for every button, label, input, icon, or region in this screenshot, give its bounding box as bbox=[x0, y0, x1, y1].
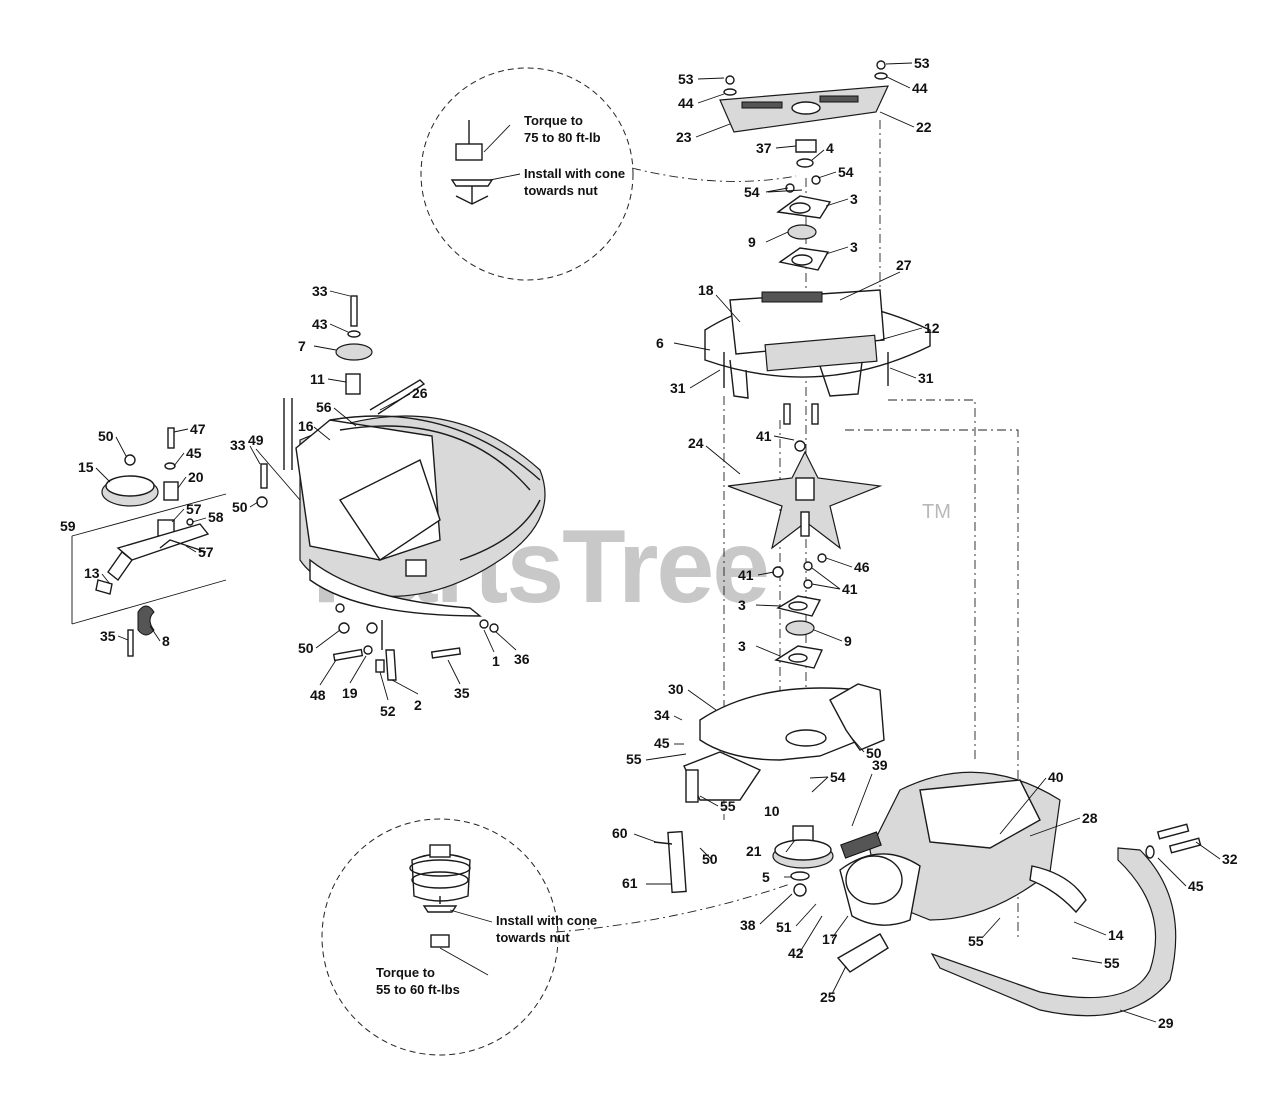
part-label: 45 bbox=[1188, 878, 1204, 894]
bottom-torque-callout: Install with cone towards nut Torque to … bbox=[321, 818, 791, 1056]
part-label: 40 bbox=[1048, 769, 1064, 785]
part-label: 5 bbox=[762, 869, 770, 885]
impeller-assembly bbox=[653, 60, 1202, 1017]
part-label: 38 bbox=[740, 917, 756, 933]
part-label: 26 bbox=[412, 385, 428, 401]
part-label: 20 bbox=[188, 469, 204, 485]
part-label: 55 bbox=[968, 933, 984, 949]
part-label: 3 bbox=[738, 597, 746, 613]
part-label: 28 bbox=[1082, 810, 1098, 826]
part-label: 57 bbox=[186, 501, 202, 517]
part-label: 36 bbox=[514, 651, 530, 667]
part-label: 47 bbox=[190, 421, 206, 437]
part-label: 33 bbox=[312, 283, 328, 299]
part-label: 7 bbox=[298, 338, 306, 354]
part-label: 25 bbox=[820, 989, 836, 1005]
part-label: 41 bbox=[756, 428, 772, 444]
part-label: 54 bbox=[838, 164, 854, 180]
part-label: 50 bbox=[866, 745, 882, 761]
part-label: 13 bbox=[84, 565, 100, 581]
part-label: 22 bbox=[916, 119, 932, 135]
part-label: 3 bbox=[850, 191, 858, 207]
top-torque-line-1: Torque to bbox=[524, 113, 583, 128]
part-label: 1 bbox=[492, 653, 500, 669]
part-label: 11 bbox=[310, 371, 325, 387]
part-label: 54 bbox=[744, 184, 760, 200]
part-label: 50 bbox=[702, 851, 718, 867]
part-label: 61 bbox=[622, 875, 638, 891]
part-label: 35 bbox=[100, 628, 116, 644]
part-label: 55 bbox=[626, 751, 642, 767]
part-label: 48 bbox=[310, 687, 326, 703]
part-label: 9 bbox=[748, 234, 756, 250]
part-label: 31 bbox=[670, 380, 686, 396]
part-label: 55 bbox=[1104, 955, 1120, 971]
part-label: 54 bbox=[830, 769, 846, 785]
part-label: 15 bbox=[78, 459, 94, 475]
part-label: 59 bbox=[60, 518, 76, 534]
watermark-trademark: TM bbox=[922, 501, 951, 523]
part-label: 45 bbox=[186, 445, 202, 461]
part-label: 51 bbox=[776, 919, 792, 935]
part-label: 19 bbox=[342, 685, 358, 701]
part-label: 6 bbox=[656, 335, 664, 351]
part-label: 55 bbox=[720, 798, 736, 814]
part-label: 53 bbox=[678, 71, 694, 87]
part-label: 14 bbox=[1108, 927, 1124, 943]
part-label: 31 bbox=[918, 370, 934, 386]
part-label: 44 bbox=[678, 95, 694, 111]
part-label: 4 bbox=[826, 140, 834, 156]
part-label: 9 bbox=[844, 633, 852, 649]
part-label: 16 bbox=[298, 418, 314, 434]
part-label: 57 bbox=[198, 544, 214, 560]
part-label: 43 bbox=[312, 316, 328, 332]
part-label: 30 bbox=[668, 681, 684, 697]
part-label: 52 bbox=[380, 703, 396, 719]
part-label: 42 bbox=[788, 945, 804, 961]
part-label: 23 bbox=[676, 129, 692, 145]
part-label: 39 bbox=[872, 757, 888, 773]
part-label: 41 bbox=[738, 567, 754, 583]
bottom-install-line-1: Install with cone bbox=[496, 913, 597, 928]
part-label: 44 bbox=[912, 80, 928, 96]
bottom-install-line-2: towards nut bbox=[496, 930, 570, 945]
part-label: 41 bbox=[842, 581, 858, 597]
part-label: 35 bbox=[454, 685, 470, 701]
part-label: 29 bbox=[1158, 1015, 1174, 1031]
part-label: 24 bbox=[688, 435, 704, 451]
part-label: 56 bbox=[316, 399, 332, 415]
part-labels: 53 44 23 53 44 22 37 4 54 54 3 9 3 27 18… bbox=[60, 55, 1238, 1031]
top-torque-line-2: 75 to 80 ft-lb bbox=[524, 130, 601, 145]
part-label: 50 bbox=[98, 428, 114, 444]
part-label: 12 bbox=[924, 320, 940, 336]
part-label: 27 bbox=[896, 257, 912, 273]
bottom-torque-line-1: Torque to bbox=[376, 965, 435, 980]
part-label: 33 bbox=[230, 437, 246, 453]
bottom-torque-line-2: 55 to 60 ft-lbs bbox=[376, 982, 460, 997]
part-label: 49 bbox=[248, 432, 264, 448]
part-label: 60 bbox=[612, 825, 628, 841]
part-label: 2 bbox=[414, 697, 422, 713]
part-label: 45 bbox=[654, 735, 670, 751]
part-label: 37 bbox=[756, 140, 772, 156]
part-label: 3 bbox=[850, 239, 858, 255]
part-label: 50 bbox=[298, 640, 314, 656]
part-label: 53 bbox=[914, 55, 930, 71]
part-label: 34 bbox=[654, 707, 670, 723]
part-label: 18 bbox=[698, 282, 714, 298]
part-label: 3 bbox=[738, 638, 746, 654]
part-label: 50 bbox=[232, 499, 248, 515]
part-label: 21 bbox=[746, 843, 762, 859]
part-label: 32 bbox=[1222, 851, 1238, 867]
part-label: 58 bbox=[208, 509, 224, 525]
top-torque-callout: Torque to 75 to 80 ft-lb Install with co… bbox=[420, 67, 797, 281]
top-install-line-1: Install with cone bbox=[524, 166, 625, 181]
part-label: 46 bbox=[854, 559, 870, 575]
top-install-line-2: towards nut bbox=[524, 183, 598, 198]
leader-lines bbox=[95, 62, 1221, 1023]
part-label: 10 bbox=[764, 803, 780, 819]
deck-assembly bbox=[71, 295, 546, 681]
part-label: 8 bbox=[162, 633, 170, 649]
